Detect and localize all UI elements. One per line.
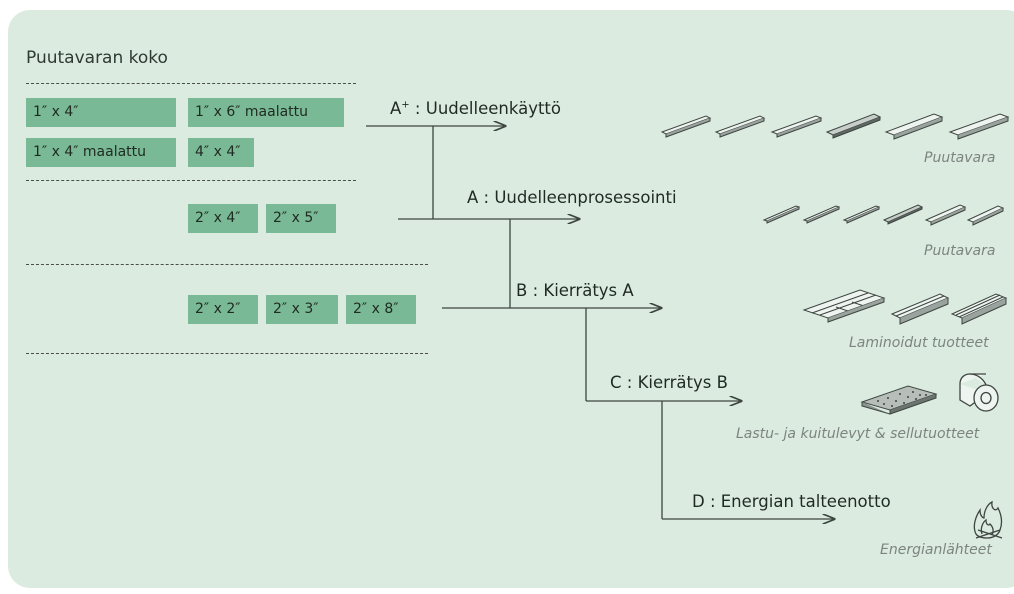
size-tag-1x6-painted: 1″ x 6″ maalattu <box>188 98 344 127</box>
size-tag-2x3: 2″ x 3″ <box>266 295 338 324</box>
caption-aplus: Puutavara <box>924 150 996 166</box>
size-tag-2x8: 2″ x 8″ <box>346 295 416 324</box>
particle-board-icon <box>860 385 938 415</box>
route-label-aplus-text: : Uudelleenkäyttö <box>409 99 561 118</box>
size-tag-1x4-painted: 1″ x 4″ maalattu <box>26 138 176 167</box>
fire-icon <box>973 500 1003 539</box>
caption-d: Energianlähteet <box>880 542 992 558</box>
separator-line <box>26 264 428 265</box>
route-label-aplus: A+ : Uudelleenkäyttö <box>390 99 561 118</box>
size-tag-2x5: 2″ x 5″ <box>266 204 336 233</box>
size-tag-2x4: 2″ x 4″ <box>188 204 258 233</box>
separator-line <box>26 180 356 181</box>
lumber-icon <box>660 113 1010 140</box>
diagram-title: Puutavaran koko <box>26 48 168 68</box>
size-tag-4x4: 4″ x 4″ <box>188 138 254 167</box>
route-label-b: B : Kierrätys A <box>516 281 634 300</box>
route-label-d: D : Energian talteenotto <box>692 492 891 511</box>
separator-line <box>26 353 428 354</box>
size-tag-1x4: 1″ x 4″ <box>26 98 176 127</box>
route-label-aplus-letter: A <box>390 99 402 118</box>
small-lumber-icon <box>762 204 1005 226</box>
paper-roll-icon <box>959 373 999 412</box>
caption-a: Puutavara <box>924 243 996 259</box>
route-label-aplus-sup: + <box>401 99 410 111</box>
separator-line <box>26 83 356 84</box>
size-tag-2x2: 2″ x 2″ <box>188 295 258 324</box>
caption-b: Laminoidut tuotteet <box>849 335 989 351</box>
laminated-products-icon <box>802 289 1008 325</box>
caption-c: Lastu- ja kuitulevyt & sellutuotteet <box>736 426 980 442</box>
route-label-c: C : Kierrätys B <box>610 373 728 392</box>
route-label-a: A : Uudelleenprosessointi <box>467 188 677 207</box>
